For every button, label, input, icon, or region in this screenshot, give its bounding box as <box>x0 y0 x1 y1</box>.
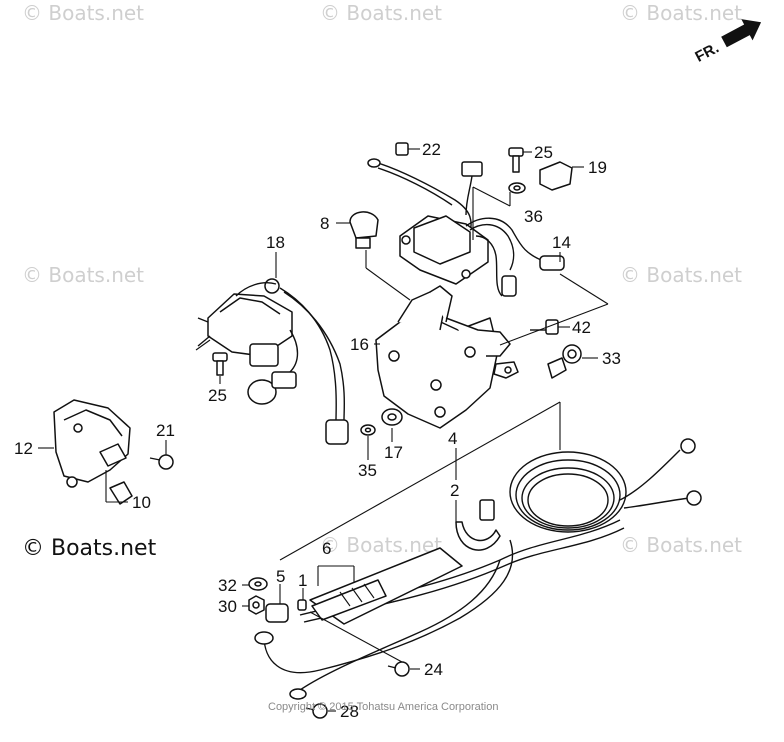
terminal-1 <box>297 599 307 611</box>
clip-10 <box>109 481 133 505</box>
callout-6: 6 <box>322 539 331 558</box>
wire-harness-14 <box>465 217 565 297</box>
callout-5: 5 <box>276 567 285 586</box>
callout-1: 1 <box>298 571 307 590</box>
watermark-top-right: © Boats.net <box>620 1 742 25</box>
callout-17: 17 <box>384 443 403 462</box>
callout-14: 14 <box>552 233 571 252</box>
watermark-lower-right: © Boats.net <box>620 533 742 557</box>
clamp-2 <box>455 499 501 551</box>
washer-36 <box>508 182 526 194</box>
callout-25-left: 25 <box>208 386 227 405</box>
clip-8 <box>336 211 379 249</box>
callout-10: 10 <box>132 493 151 512</box>
callout-2: 2 <box>450 481 459 500</box>
battery-cables <box>254 539 514 700</box>
watermark-mid-left: © Boats.net <box>22 263 144 287</box>
callout-36: 36 <box>524 207 543 226</box>
copyright-notice: Copyright © 2015 Tohatsu America Corpora… <box>268 701 498 713</box>
callout-18: 18 <box>266 233 285 252</box>
callout-labels: 22 25 19 36 14 8 18 42 16 33 25 21 4 12 … <box>14 140 621 721</box>
leader-lines <box>38 186 609 712</box>
plug-cap-wire <box>367 158 483 241</box>
callout-42: 42 <box>572 318 591 337</box>
clamp-19 <box>539 161 584 191</box>
bolt-42 <box>530 319 570 335</box>
ignition-coil-18 <box>197 278 349 445</box>
watermark-mid-right: © Boats.net <box>620 263 742 287</box>
callout-8: 8 <box>320 214 329 233</box>
callout-19: 19 <box>588 158 607 177</box>
clip-33 <box>547 344 598 379</box>
callout-28: 28 <box>340 702 359 721</box>
watermark-brand: © Boats.net <box>22 536 157 561</box>
bolt-25-left <box>212 352 228 376</box>
grommet-17 <box>381 408 403 426</box>
connector-5 <box>265 603 289 623</box>
washer-32 <box>248 577 268 591</box>
watermark-lower-center: © Boats.net <box>320 533 442 557</box>
callout-24: 24 <box>424 660 443 679</box>
arrow-icon <box>721 19 762 48</box>
front-direction-label: FR. <box>692 39 721 65</box>
bolt-24 <box>387 661 410 677</box>
cdi-unit-bracket-16 <box>375 215 519 429</box>
bracket-12 <box>53 399 131 488</box>
cable-harness-6 <box>299 519 625 625</box>
callout-35: 35 <box>358 461 377 480</box>
nut-30 <box>248 595 265 615</box>
watermark-top-center: © Boats.net <box>320 1 442 25</box>
washer-35 <box>360 424 376 436</box>
callout-4: 4 <box>448 429 457 448</box>
bolt-28 <box>305 703 328 719</box>
callout-25-top: 25 <box>534 143 553 162</box>
callout-33: 33 <box>602 349 621 368</box>
bolt-21 <box>149 454 174 470</box>
bolt-22 <box>395 142 420 156</box>
callout-16: 16 <box>350 335 369 354</box>
callout-21: 21 <box>156 421 175 440</box>
callout-12: 12 <box>14 439 33 458</box>
watermark-top-left: © Boats.net <box>22 1 144 25</box>
callout-22: 22 <box>422 140 441 159</box>
callout-30: 30 <box>218 597 237 616</box>
bolt-25-top <box>508 147 532 173</box>
callout-32: 32 <box>218 576 237 595</box>
coiled-lead-4 <box>509 438 702 533</box>
